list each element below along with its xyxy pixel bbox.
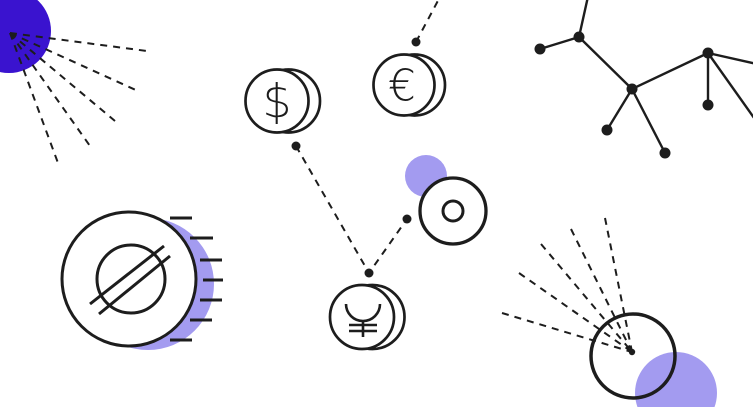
dashed-ray xyxy=(9,32,91,147)
constellation-node xyxy=(659,147,671,159)
dollar-symbol: $ xyxy=(262,75,291,129)
coin-front-circle xyxy=(328,283,396,351)
donut-coin xyxy=(405,155,488,246)
constellation-node xyxy=(702,47,714,59)
dashed-line xyxy=(415,0,440,43)
euro-coin: € xyxy=(372,53,447,117)
donut-inner-circle xyxy=(441,199,465,223)
coin-front-circle xyxy=(244,68,310,134)
slashed-coin xyxy=(60,210,223,350)
dashed-ray xyxy=(501,312,633,353)
path-dot xyxy=(411,37,421,47)
dashed-polyline xyxy=(295,145,408,275)
dashed-ray xyxy=(9,32,139,92)
dashed-ray xyxy=(540,243,633,353)
constellation-node xyxy=(601,124,613,136)
constellation-node xyxy=(534,43,546,55)
convergence-dot xyxy=(628,348,636,356)
euro-symbol: € xyxy=(388,61,416,112)
burst-outline-circle xyxy=(589,312,677,400)
slash-line xyxy=(89,244,165,306)
dashed-ray xyxy=(9,32,116,122)
constellation-edge xyxy=(630,88,667,154)
constellation-edge xyxy=(631,51,709,91)
coin-outer-circle xyxy=(60,210,198,348)
constellation-edge xyxy=(707,52,753,119)
dashed-ray xyxy=(518,272,633,353)
dashed-rays-bottom-right xyxy=(501,217,633,353)
path-dot xyxy=(364,268,374,278)
currency-symbol-icon xyxy=(344,303,382,337)
constellation-edge xyxy=(539,35,580,51)
dashed-connector xyxy=(291,141,412,278)
constellation-node xyxy=(573,31,585,43)
constellation-node xyxy=(702,99,714,111)
euro-dashed-lead xyxy=(411,0,440,47)
violet-circle xyxy=(0,0,51,73)
coin-front-circle xyxy=(372,53,436,117)
constellation-edge xyxy=(605,88,634,131)
mercury-coin xyxy=(328,283,406,351)
dashed-ray xyxy=(570,228,633,353)
constellation xyxy=(534,0,753,159)
burst-top-left xyxy=(0,0,148,164)
path-dot xyxy=(402,214,412,224)
constellation-edge xyxy=(578,36,633,90)
burst-bottom-right xyxy=(501,217,717,407)
dashed-ray xyxy=(604,217,633,353)
slash-line xyxy=(98,254,171,316)
constellation-edges xyxy=(539,0,753,154)
path-dot xyxy=(291,141,301,151)
constellation-edge xyxy=(707,51,753,65)
constellation-edge xyxy=(577,0,589,38)
dashed-rays-top-left xyxy=(9,32,148,164)
coin-inner-circle xyxy=(95,243,167,315)
speed-ticks xyxy=(170,216,223,342)
dashed-ray xyxy=(9,32,59,164)
dollar-coin: $ xyxy=(244,68,322,134)
constellation-nodes xyxy=(534,31,714,159)
dashed-ray xyxy=(9,32,148,52)
constellation-node xyxy=(626,83,638,95)
